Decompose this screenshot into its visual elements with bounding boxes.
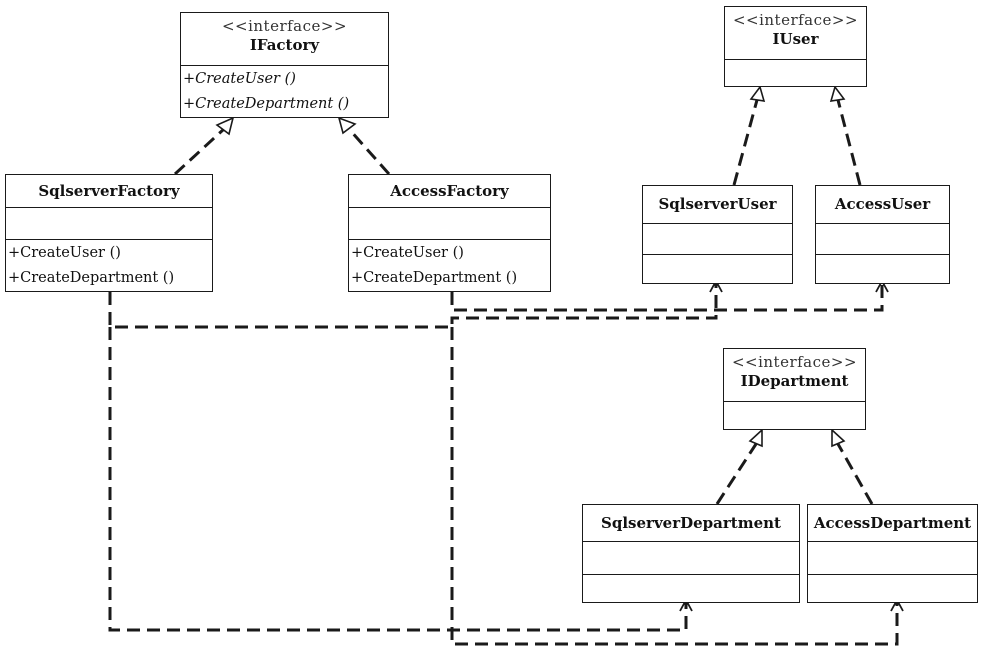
- accessfactory-attributes: [349, 207, 550, 239]
- accessfactory-class: AccessFactory +CreateUser () +CreateDepa…: [348, 174, 551, 292]
- ifactory-operations: +CreateUser () +CreateDepartment (): [181, 65, 388, 119]
- sqlserveruser-attributes: [643, 223, 792, 254]
- accessfactory-op-create-department: +CreateDepartment (): [351, 270, 518, 286]
- accessuser-attributes: [816, 223, 949, 254]
- realization-arrowhead: [749, 85, 766, 102]
- ifactory-interface: <<interface>> IFactory +CreateUser () +C…: [180, 12, 389, 118]
- sqlserveruser-class: SqlserverUser: [642, 185, 793, 284]
- ifactory-stereotype: <<interface>>: [221, 17, 348, 35]
- ifactory-op-create-department: +CreateDepartment (): [183, 96, 350, 112]
- accessdepartment-class: AccessDepartment: [807, 504, 978, 603]
- sqlserverfactory-class: SqlserverFactory +CreateUser () +CreateD…: [5, 174, 213, 292]
- iuser-interface: <<interface>> IUser: [724, 6, 867, 87]
- iuser-name: IUser: [772, 30, 819, 48]
- iuser-stereotype: <<interface>>: [732, 11, 859, 29]
- ifactory-name: IFactory: [249, 36, 320, 54]
- sqlserveruser-operations: [643, 254, 792, 282]
- idepartment-body: [724, 401, 865, 431]
- sqlserverfactory-attributes: [6, 207, 212, 239]
- idepartment-stereotype: <<interface>>: [731, 353, 858, 371]
- realization-arrowhead: [831, 428, 846, 448]
- idepartment-name: IDepartment: [740, 372, 849, 390]
- realization-sqlserverdepartment-idepartment: [715, 443, 758, 505]
- sqlserverdepartment-class: SqlserverDepartment: [582, 504, 800, 603]
- accessuser-class: AccessUser: [815, 185, 950, 284]
- accessfactory-operations: +CreateUser () +CreateDepartment (): [349, 239, 550, 293]
- realization-arrowhead: [829, 85, 846, 102]
- sqlserverfactory-op-create-user: +CreateUser (): [8, 245, 121, 261]
- accessuser-name: AccessUser: [834, 195, 931, 213]
- sqlserverfactory-name: SqlserverFactory: [38, 182, 180, 200]
- accessdepartment-operations: [808, 574, 977, 601]
- sqlserverfactory-operations: +CreateUser () +CreateDepartment (): [6, 239, 212, 293]
- accessfactory-op-create-user: +CreateUser (): [351, 245, 464, 261]
- accessuser-operations: [816, 254, 949, 282]
- idepartment-header: <<interface>> IDepartment: [724, 349, 865, 401]
- sqlserverdepartment-attributes: [583, 541, 799, 574]
- ifactory-op-create-user: +CreateUser (): [183, 71, 296, 87]
- iuser-body: [725, 59, 866, 88]
- iuser-header: <<interface>> IUser: [725, 7, 866, 59]
- realization-arrowhead: [748, 428, 763, 448]
- sqlserveruser-name: SqlserverUser: [658, 195, 777, 213]
- sqlserverdepartment-operations: [583, 574, 799, 601]
- idepartment-interface: <<interface>> IDepartment: [723, 348, 866, 430]
- realization-accessfactory-ifactory: [347, 128, 391, 175]
- sqlserverdepartment-name: SqlserverDepartment: [601, 514, 781, 532]
- realization-arrowhead: [337, 116, 357, 135]
- realization-accessdepartment-idepartment: [836, 443, 874, 505]
- ifactory-header: <<interface>> IFactory: [181, 13, 388, 65]
- realization-arrowhead: [215, 116, 235, 136]
- realization-sqlserverfactory-ifactory: [173, 127, 226, 176]
- accessdepartment-attributes: [808, 541, 977, 574]
- accessfactory-name: AccessFactory: [390, 182, 509, 200]
- accessdepartment-name: AccessDepartment: [813, 514, 972, 532]
- realization-sqlserveruser-iuser: [732, 99, 759, 186]
- sqlserverfactory-op-create-department: +CreateDepartment (): [8, 270, 175, 286]
- realization-accessuser-iuser: [836, 99, 862, 186]
